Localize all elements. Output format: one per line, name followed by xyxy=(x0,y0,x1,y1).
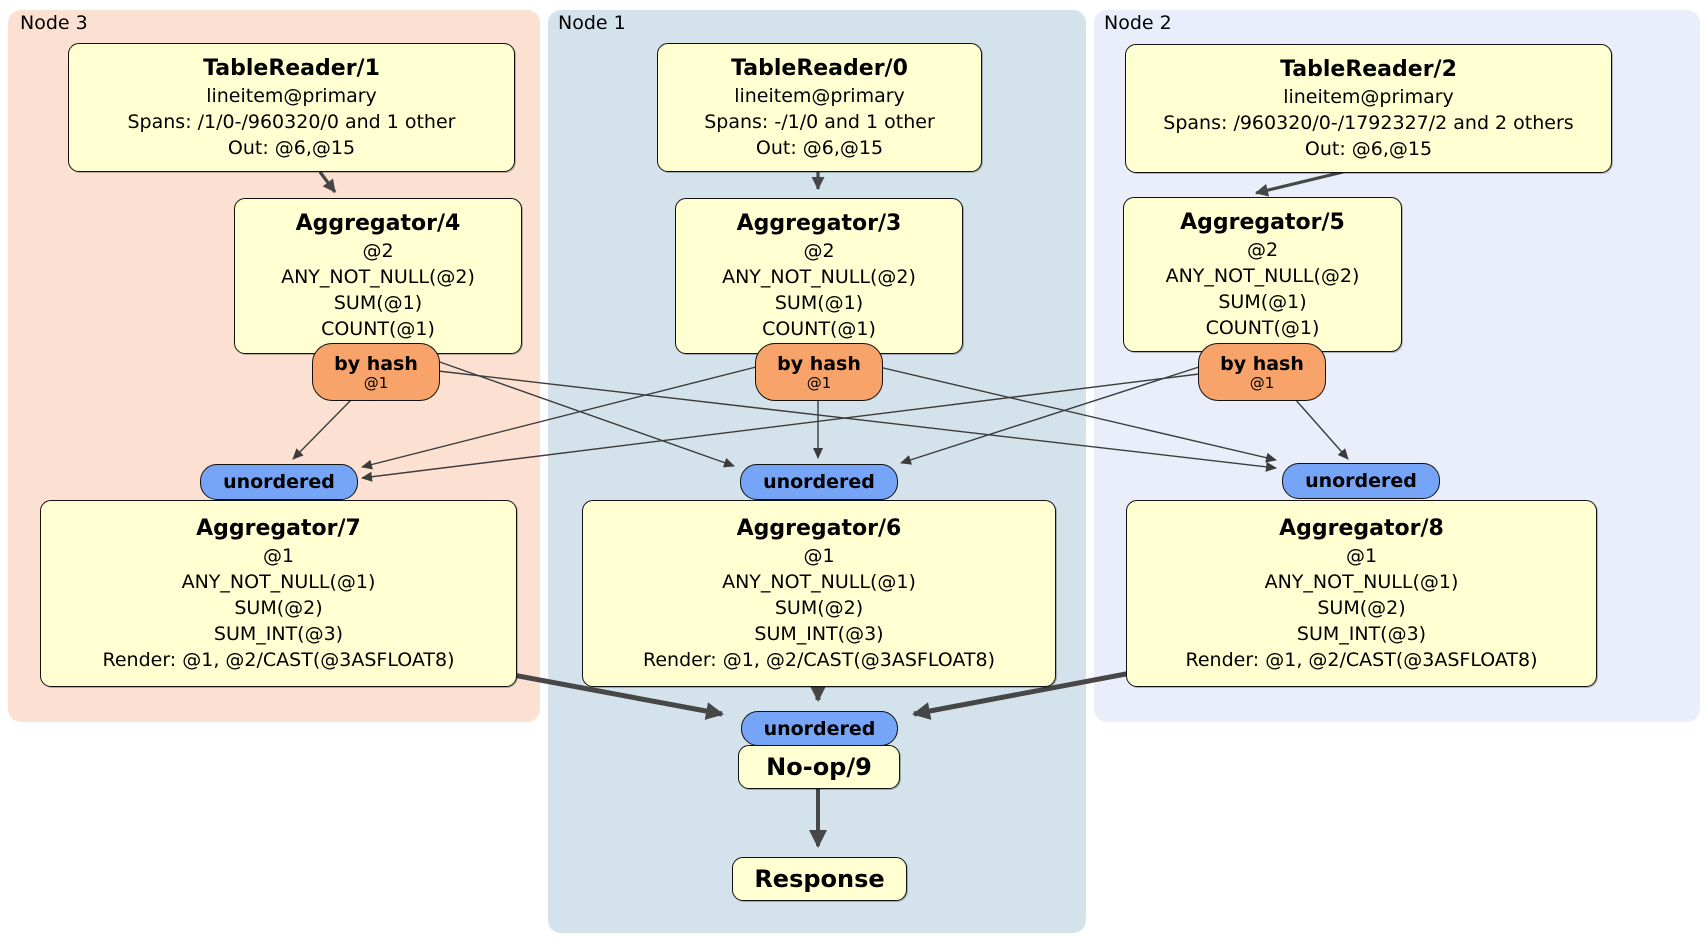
aggregator7-line: SUM_INT(@3) xyxy=(213,622,344,645)
edge-router5-sync8 xyxy=(1294,398,1349,460)
aggregator7-title: Aggregator/7 xyxy=(196,515,361,541)
aggregator7-line: SUM(@2) xyxy=(234,596,323,619)
edge-aggregator8-syncfinal xyxy=(912,664,1164,720)
noop9-box: No-op/9 xyxy=(738,745,900,789)
tablereader1-title: TableReader/1 xyxy=(203,55,380,81)
aggregator4-box: Aggregator/4 @2 ANY_NOT_NULL(@2) SUM(@1)… xyxy=(234,198,522,354)
tablereader0-title: TableReader/0 xyxy=(731,55,908,81)
unordered-sync-8: unordered xyxy=(1282,463,1440,499)
unordered-sync-6: unordered xyxy=(740,464,898,500)
aggregator3-box: Aggregator/3 @2 ANY_NOT_NULL(@2) SUM(@1)… xyxy=(675,198,963,354)
edge-router4-sync8 xyxy=(437,370,1277,472)
byhash-router-label: by hash xyxy=(777,352,861,375)
node3-label: Node 3 xyxy=(20,12,88,34)
aggregator8-line: SUM_INT(@3) xyxy=(1296,622,1427,645)
tablereader1-line: Out: @6,@15 xyxy=(227,136,356,159)
aggregator3-line: COUNT(@1) xyxy=(762,318,876,340)
aggregator8-box: Aggregator/8 @1 ANY_NOT_NULL(@1) SUM(@2)… xyxy=(1126,500,1597,687)
aggregator5-box: Aggregator/5 @2 ANY_NOT_NULL(@2) SUM(@1)… xyxy=(1123,197,1402,352)
aggregator4-line: @2 xyxy=(362,240,394,262)
node1-label: Node 1 xyxy=(558,12,626,34)
aggregator6-line: SUM(@2) xyxy=(774,596,864,619)
unordered-sync-label: unordered xyxy=(763,717,876,740)
byhash-router-4: by hash @1 xyxy=(312,343,440,401)
aggregator8-line: ANY_NOT_NULL(@1) xyxy=(1264,570,1459,593)
tablereader1-line: lineitem@primary xyxy=(206,84,377,107)
byhash-router-label: by hash xyxy=(334,352,418,375)
aggregator8-line: Render: @1, @2/CAST(@3ASFLOAT8) xyxy=(1185,648,1538,671)
edge-router3-sync7 xyxy=(361,366,757,470)
edge-router4-sync7 xyxy=(292,398,353,460)
aggregator5-title: Aggregator/5 xyxy=(1180,209,1345,235)
tablereader2-box: TableReader/2 lineitem@primary Spans: /9… xyxy=(1125,44,1612,173)
tablereader2-line: lineitem@primary xyxy=(1283,85,1454,108)
aggregator6-line: Render: @1, @2/CAST(@3ASFLOAT8) xyxy=(643,648,995,671)
response-title: Response xyxy=(754,865,885,893)
edge-tablereader1-aggregator4 xyxy=(318,171,337,193)
tablereader2-line: Spans: /960320/0-/1792327/2 and 2 others xyxy=(1163,111,1574,134)
edge-router5-sync6 xyxy=(900,366,1200,465)
tablereader0-line: Spans: -/1/0 and 1 other xyxy=(704,110,935,133)
response-box: Response xyxy=(732,857,907,901)
aggregator6-title: Aggregator/6 xyxy=(736,515,902,541)
aggregator4-line: COUNT(@1) xyxy=(321,318,435,340)
tablereader1-box: TableReader/1 lineitem@primary Spans: /1… xyxy=(68,43,515,172)
unordered-sync-final: unordered xyxy=(741,711,898,746)
aggregator5-line: ANY_NOT_NULL(@2) xyxy=(1165,264,1360,287)
aggregator7-line: ANY_NOT_NULL(@1) xyxy=(181,570,376,593)
edge-tablereader2-aggregator5 xyxy=(1255,170,1344,197)
byhash-router-detail: @1 xyxy=(1249,373,1275,392)
aggregator6-line: SUM_INT(@3) xyxy=(754,622,884,645)
aggregator8-title: Aggregator/8 xyxy=(1279,515,1444,541)
byhash-router-detail: @1 xyxy=(363,373,389,392)
unordered-sync-label: unordered xyxy=(223,471,335,493)
aggregator6-line: ANY_NOT_NULL(@1) xyxy=(722,570,916,593)
aggregator6-box: Aggregator/6 @1 ANY_NOT_NULL(@1) SUM(@2)… xyxy=(582,500,1056,687)
aggregator3-title: Aggregator/3 xyxy=(736,211,902,236)
byhash-router-5: by hash @1 xyxy=(1198,343,1326,401)
byhash-router-label: by hash xyxy=(1220,352,1304,375)
edge-router3-sync8 xyxy=(878,366,1277,463)
aggregator7-box: Aggregator/7 @1 ANY_NOT_NULL(@1) SUM(@2)… xyxy=(40,500,517,687)
aggregator4-title: Aggregator/4 xyxy=(295,211,461,236)
byhash-router-detail: @1 xyxy=(806,373,832,392)
aggregator3-line: @2 xyxy=(803,240,835,262)
aggregator8-line: SUM(@2) xyxy=(1317,596,1406,619)
aggregator5-line: COUNT(@1) xyxy=(1205,316,1320,339)
unordered-sync-label: unordered xyxy=(763,471,875,493)
aggregator6-line: @1 xyxy=(803,544,835,567)
aggregator5-line: @2 xyxy=(1246,238,1279,261)
noop9-title: No-op/9 xyxy=(766,753,872,781)
aggregator7-line: @1 xyxy=(262,544,295,567)
unordered-sync-7: unordered xyxy=(200,464,358,500)
tablereader0-line: Out: @6,@15 xyxy=(755,136,884,159)
aggregator3-line: SUM(@1) xyxy=(774,292,864,314)
node2-label: Node 2 xyxy=(1104,12,1172,34)
aggregator7-line: Render: @1, @2/CAST(@3ASFLOAT8) xyxy=(102,648,455,671)
byhash-router-3: by hash @1 xyxy=(755,343,883,401)
aggregator3-line: ANY_NOT_NULL(@2) xyxy=(722,266,916,288)
tablereader2-line: Out: @6,@15 xyxy=(1304,137,1433,160)
aggregator5-line: SUM(@1) xyxy=(1218,290,1307,313)
unordered-sync-label: unordered xyxy=(1305,470,1417,492)
aggregator4-line: ANY_NOT_NULL(@2) xyxy=(281,266,475,288)
aggregator8-line: @1 xyxy=(1345,544,1378,567)
edge-router5-sync7 xyxy=(361,373,1200,482)
aggregator4-line: SUM(@1) xyxy=(333,292,423,314)
tablereader1-line: Spans: /1/0-/960320/0 and 1 other xyxy=(127,110,456,133)
tablereader2-title: TableReader/2 xyxy=(1280,56,1457,82)
tablereader0-box: TableReader/0 lineitem@primary Spans: -/… xyxy=(657,43,982,172)
tablereader0-line: lineitem@primary xyxy=(734,84,905,107)
edge-router4-sync6 xyxy=(436,360,735,468)
